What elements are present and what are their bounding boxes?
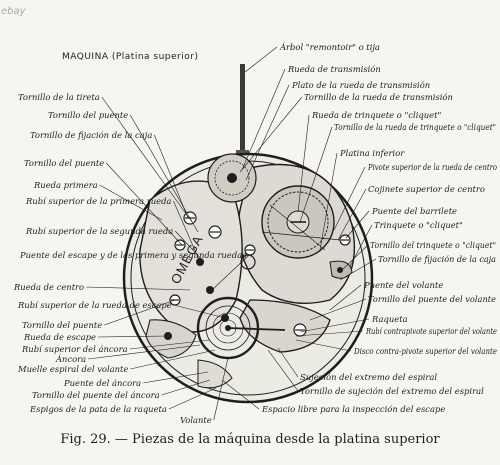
left-label-15: Muelle espiral del volante — [17, 364, 128, 374]
left-label-10: Rubí superior de la rueda de escape — [17, 300, 172, 310]
left-leader-13 — [129, 339, 211, 350]
left-leader-9 — [86, 286, 191, 291]
right-label-20: Tornillo de sujeción del extremo del esp… — [300, 386, 484, 396]
right-label-18: Disco contra-pivote superior del volante — [353, 346, 497, 356]
right-leader-6 — [299, 126, 333, 223]
left-label-11: Tornillo del puente — [22, 320, 102, 330]
right-leader-15 — [309, 298, 367, 321]
left-leader-17 — [161, 379, 211, 396]
right-leader-13 — [339, 258, 377, 281]
left-leader-5 — [99, 184, 163, 221]
left-label-9: Rueda de centro — [13, 282, 84, 292]
right-leader-7 — [319, 152, 338, 251]
left-label-6: Rubí superior de la primera rueda — [25, 196, 171, 206]
right-label-5: Rueda de trinquete o "cliquet" — [311, 110, 441, 120]
left-label-3: Tornillo de fijación de la caja — [30, 130, 152, 140]
watermark: ebay — [1, 6, 27, 17]
right-leader-16 — [299, 318, 370, 333]
right-label-15: Tornillo del puente del volante — [368, 294, 496, 304]
left-label-12: Rueda de escape — [23, 332, 96, 342]
left-label-18: Espigos de la pata de la raqueta — [29, 404, 167, 414]
left-leader-6 — [173, 200, 201, 263]
right-leader-3 — [245, 84, 290, 181]
right-label-7: Platina inferior — [339, 148, 405, 158]
right-label-2: Rueda de transmisión — [287, 64, 381, 74]
left-label-2: Tornillo del puente — [48, 110, 128, 120]
right-label-3: Plato de la rueda de transmisión — [291, 80, 430, 90]
left-leader-10 — [173, 304, 226, 319]
right-leader-1 — [244, 46, 278, 73]
left-leader-16 — [143, 371, 209, 384]
right-label-13: Tornillo de fijación de la caja — [378, 254, 496, 264]
left-label-7: Rubí superior de la segunda rueda — [25, 226, 173, 236]
right-label-11: Trinquete o "cliquet" — [374, 220, 463, 230]
left-label-16: Puente del áncora — [63, 378, 141, 388]
right-label-10: Puente del barrilete — [371, 206, 457, 216]
right-label-16: Raqueta — [371, 314, 408, 324]
right-leader-4 — [239, 96, 303, 173]
right-label-17: Rubí contrapivote superior del volante — [365, 326, 497, 336]
leader-lines — [86, 46, 377, 421]
right-label-1: Árbol "remontoir" o tija — [279, 41, 380, 52]
right-leader-18 — [295, 339, 352, 352]
left-leader-19 — [213, 357, 229, 421]
right-leader-9 — [337, 188, 367, 241]
right-label-9: Cojinete superior de centro — [368, 184, 485, 194]
ratchet-wheel — [261, 185, 341, 259]
right-leader-2 — [241, 68, 286, 171]
right-leader-5 — [297, 114, 310, 213]
left-leader-14 — [88, 344, 201, 360]
left-leader-11 — [104, 299, 176, 326]
right-leader-21 — [221, 379, 260, 410]
right-leader-17 — [295, 330, 364, 337]
left-label-1: Tornillo de la tireta — [18, 92, 100, 102]
figure-caption: Fig. 29. — Piezas de la máquina desde la… — [60, 432, 440, 447]
left-label-14: Áncora — [55, 353, 86, 364]
left-leader-7 — [175, 230, 205, 263]
right-leader-10 — [345, 210, 370, 239]
left-leader-18 — [168, 387, 217, 410]
left-label-5: Rueda primera — [33, 180, 98, 190]
right-leader-8 — [333, 166, 366, 231]
right-label-4: Tornillo de la rueda de transmisión — [304, 92, 453, 102]
left-leader-1 — [101, 96, 193, 223]
left-leader-2 — [129, 114, 199, 233]
left-label-8: Puente del escape y de las primera y seg… — [19, 250, 247, 260]
winding-stem — [236, 64, 249, 162]
right-label-14: Puente del volante — [363, 280, 443, 290]
right-leader-20 — [267, 349, 299, 392]
watermark-text: ebay — [1, 6, 27, 17]
left-leader-12 — [97, 335, 169, 338]
diagram-header: MAQUINA (Platina superior) — [62, 52, 199, 62]
left-label-13: Rubí superior del áncora — [21, 344, 128, 354]
left-leader-8 — [211, 254, 250, 291]
right-label-8: Pivote superior de la rueda de centro — [367, 162, 497, 172]
right-leader-12 — [341, 244, 369, 271]
right-label-21: Espacio libre para la inspección del esc… — [261, 404, 445, 414]
left-label-17: Tornillo del puente del áncora — [32, 390, 160, 400]
left-leader-15 — [130, 349, 216, 370]
right-label-6: Tornillo de la rueda de trinquete o "cli… — [334, 122, 496, 132]
left-leader-3 — [154, 134, 189, 219]
left-label-4: Tornillo del puente — [24, 158, 104, 168]
right-leader-14 — [329, 284, 362, 311]
right-label-12: Tornillo del trinquete o "cliquet" — [370, 240, 496, 250]
left-label-19: Volante — [180, 415, 212, 425]
right-leader-19 — [277, 347, 299, 378]
right-label-19: Sujeción del extremo del espiral — [300, 372, 437, 382]
left-leader-4 — [106, 162, 183, 246]
